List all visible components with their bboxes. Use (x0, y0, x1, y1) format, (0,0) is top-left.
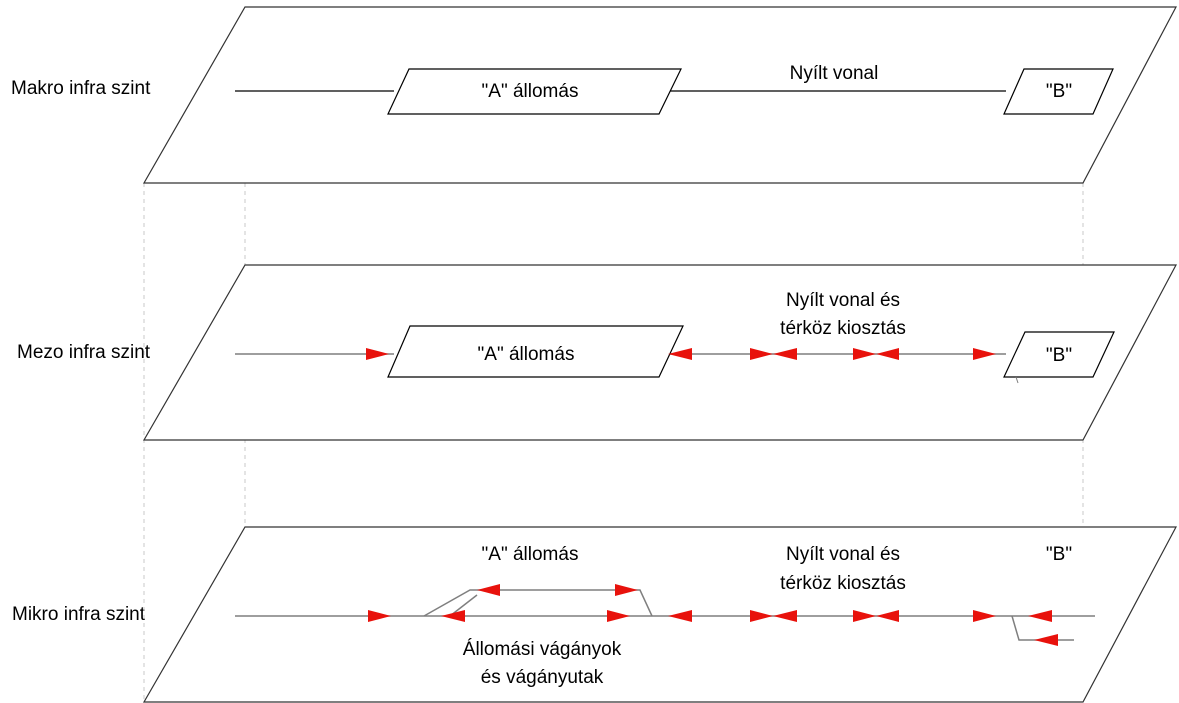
mikro-plane (142, 526, 1177, 703)
level-label-mezo: Mezo infra szint (17, 342, 151, 363)
mezo-station-a-label: "A" állomás (478, 344, 575, 365)
signal-icon (477, 584, 500, 596)
signal-icon (973, 348, 996, 360)
signal-icon (668, 610, 692, 622)
signal-icon (876, 610, 899, 622)
signal-icon (853, 348, 876, 360)
makro-level: "A" állomás "B" Nyílt vonal (142, 6, 1177, 184)
mikro-level: "A" állomás "B" Nyílt vonal és térköz ki… (142, 526, 1177, 703)
makro-line-label: Nyílt vonal (790, 63, 879, 84)
mikro-station-b-label: "B" (1046, 544, 1072, 565)
signal-icon (366, 348, 389, 360)
signal-icon (973, 610, 996, 622)
mikro-line-label-1: Nyílt vonal és (786, 544, 900, 565)
mezo-level: "A" állomás "B" Nyílt vonal és térköz ki… (142, 264, 1177, 441)
makro-station-a (387, 68, 682, 115)
signal-icon (750, 610, 773, 622)
mikro-tracks-label-1: Állomási vágányok (463, 639, 622, 660)
signal-icon (1034, 634, 1058, 646)
mezo-station-b-tick (1015, 376, 1019, 384)
mikro-line-label-2: térköz kiosztás (780, 573, 906, 594)
mezo-station-b-label: "B" (1046, 345, 1072, 366)
signal-icon (750, 348, 773, 360)
mezo-line-label-1: Nyílt vonal és (786, 290, 900, 311)
level-label-mikro: Mikro infra szint (12, 604, 146, 625)
mezo-station-b (1003, 331, 1115, 378)
signal-icon (615, 584, 638, 596)
mezo-line-label-2: térköz kiosztás (780, 318, 906, 339)
signal-icon (876, 348, 899, 360)
mikro-station-siding-track (423, 589, 653, 617)
mezo-station-a (387, 325, 684, 378)
signal-icon (607, 610, 630, 622)
signal-icon (853, 610, 876, 622)
signal-icon (368, 610, 391, 622)
signal-icon (668, 348, 692, 360)
signal-icon (441, 610, 465, 622)
signal-icon (773, 610, 797, 622)
makro-station-b-label: "B" (1046, 81, 1072, 102)
mikro-tracks-label-2: és vágányutak (481, 667, 604, 688)
makro-station-a-label: "A" állomás (482, 81, 579, 102)
signal-icon (1028, 610, 1052, 622)
mikro-station-a-label: "A" állomás (482, 544, 579, 565)
level-label-makro: Makro infra szint (11, 78, 151, 99)
makro-station-b (1003, 68, 1114, 115)
mikro-switch-diagonal (449, 594, 478, 617)
signal-icon (773, 348, 797, 360)
